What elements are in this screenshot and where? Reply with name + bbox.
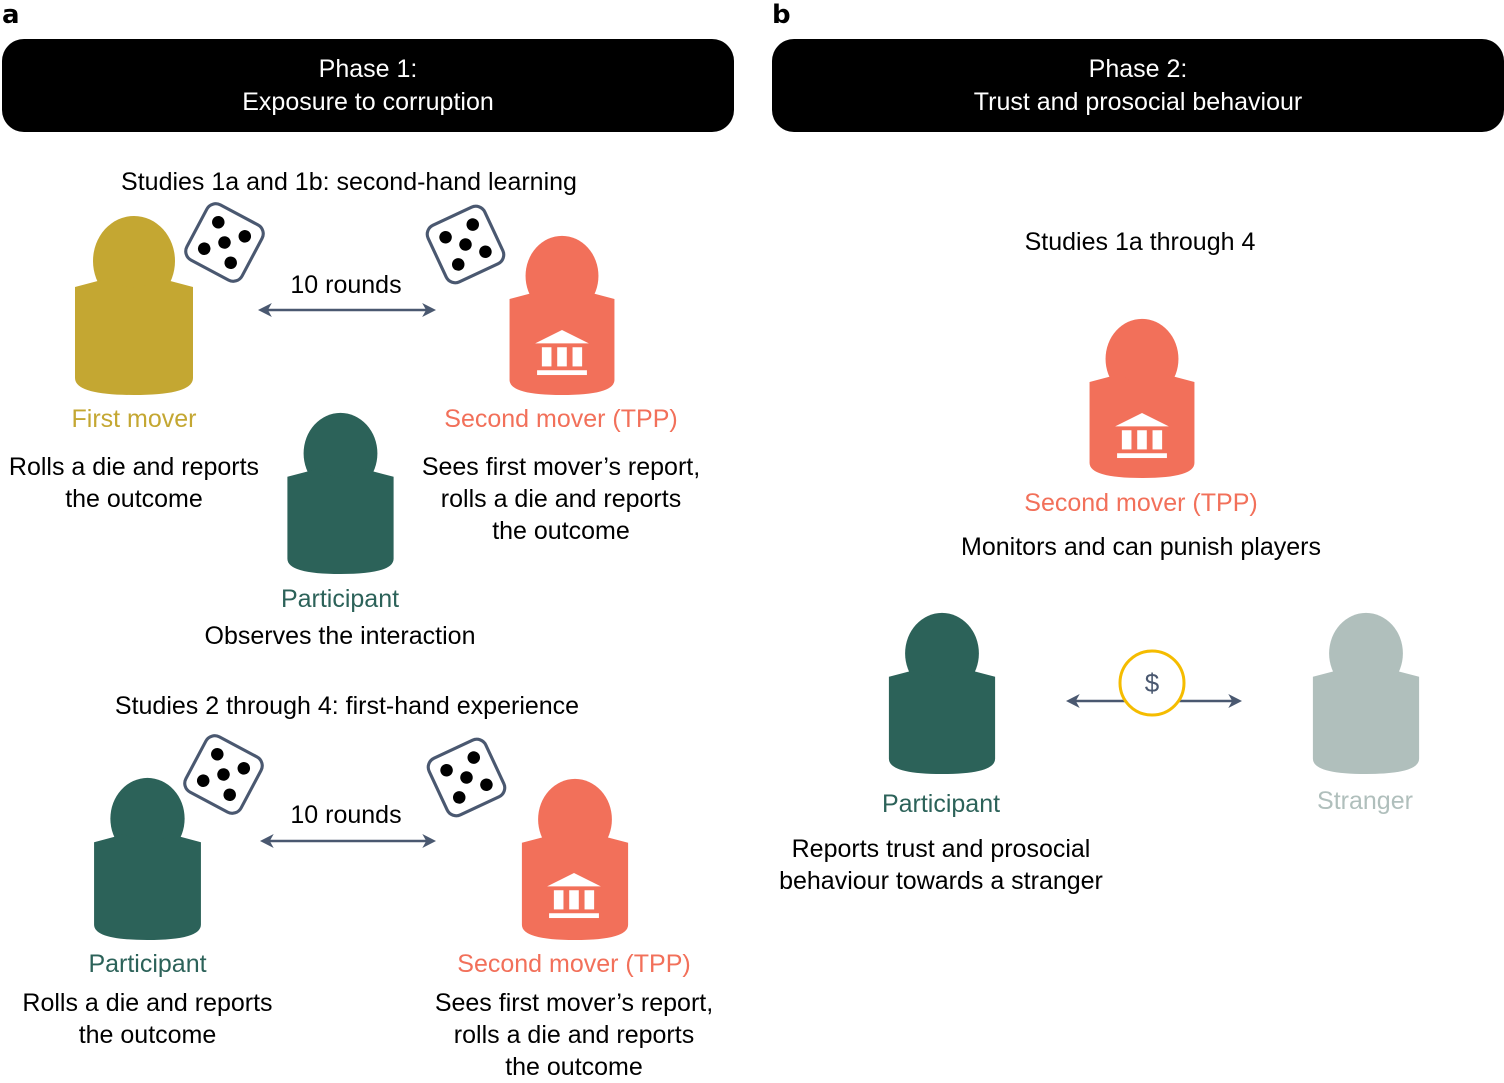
second-mover-desc: Monitors and can punish players [961,533,1321,561]
phase-1-subtitle: Exposure to corruption [242,87,494,116]
phase-2-header: Phase 2: Trust and prosocial behaviour [772,39,1504,132]
second-mover-label: Second mover (TPP) [457,950,691,978]
second-mover-desc-line3: the outcome [492,517,630,545]
study-2-title: Studies 2 through 4: first-hand experien… [114,692,580,720]
participant-desc-line2: behaviour towards a stranger [779,867,1103,895]
first-mover-person-icon [75,215,193,395]
first-mover-desc-line1: Rolls a die and reports [8,453,260,481]
participant-desc-line1: Rolls a die and reports [22,989,273,1017]
panel-b-letter: b [772,0,791,30]
double-arrow-icon [260,833,436,849]
rounds-label-2: 10 rounds [290,801,402,829]
stranger-person-icon [1308,612,1424,774]
double-arrow-icon [258,302,436,318]
second-mover-desc-line1: Sees first mover’s report, [421,453,701,481]
first-mover-label: First mover [71,405,197,433]
participant-desc: Observes the interaction [204,622,476,650]
rounds-label-1: 10 rounds [290,271,402,299]
second-mover-desc-line2: rolls a die and reports [440,485,682,513]
phase-2-title: Phase 2: [1088,54,1188,83]
participant-person-icon [90,777,205,940]
participant-desc-line2: the outcome [78,1021,217,1049]
participant-person-icon [283,412,398,574]
participant-label: Participant [280,585,400,613]
phase-1-header: Phase 1: Exposure to corruption [2,39,734,132]
second-mover-label: Second mover (TPP) [1024,489,1258,517]
stranger-label: Stranger [1317,787,1413,815]
coin-icon: $ [1118,649,1186,717]
study-1-title: Studies 1a and 1b: second-hand learning [121,168,577,196]
participant-desc-line1: Reports trust and prosocial [791,835,1091,863]
phase-2-subtitle: Trust and prosocial behaviour [973,87,1303,116]
bank-icon [547,873,601,919]
bank-icon [1115,413,1169,459]
second-mover-desc-line2: rolls a die and reports [453,1021,695,1049]
second-mover-label: Second mover (TPP) [444,405,678,433]
dollar-symbol: $ [1145,668,1160,698]
first-mover-desc-line2: the outcome [65,485,203,513]
study-all-title: Studies 1a through 4 [1024,228,1256,256]
participant-label: Participant [88,950,207,978]
phase-1-title: Phase 1: [318,54,418,83]
participant-person-icon [884,612,1000,774]
participant-label: Participant [881,790,1001,818]
second-mover-desc-line3: the outcome [505,1053,643,1081]
bank-icon [535,330,589,376]
panel-a-letter: a [2,0,20,30]
second-mover-desc-line1: Sees first mover’s report, [434,989,714,1017]
